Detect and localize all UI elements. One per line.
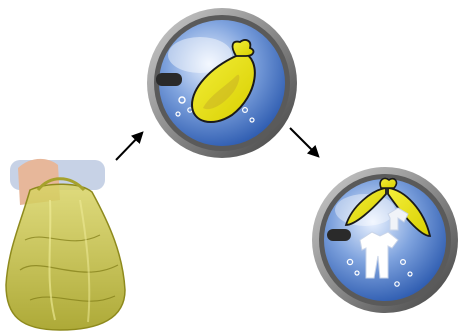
laundry-bag-icon: [6, 159, 125, 330]
sealed-bag-in-washer-icon: [147, 8, 297, 158]
dissolved-bag-clothes-icon: [312, 167, 458, 313]
arrow-step-1-to-2: [116, 133, 142, 160]
arrow-step-2-to-3: [290, 128, 318, 156]
